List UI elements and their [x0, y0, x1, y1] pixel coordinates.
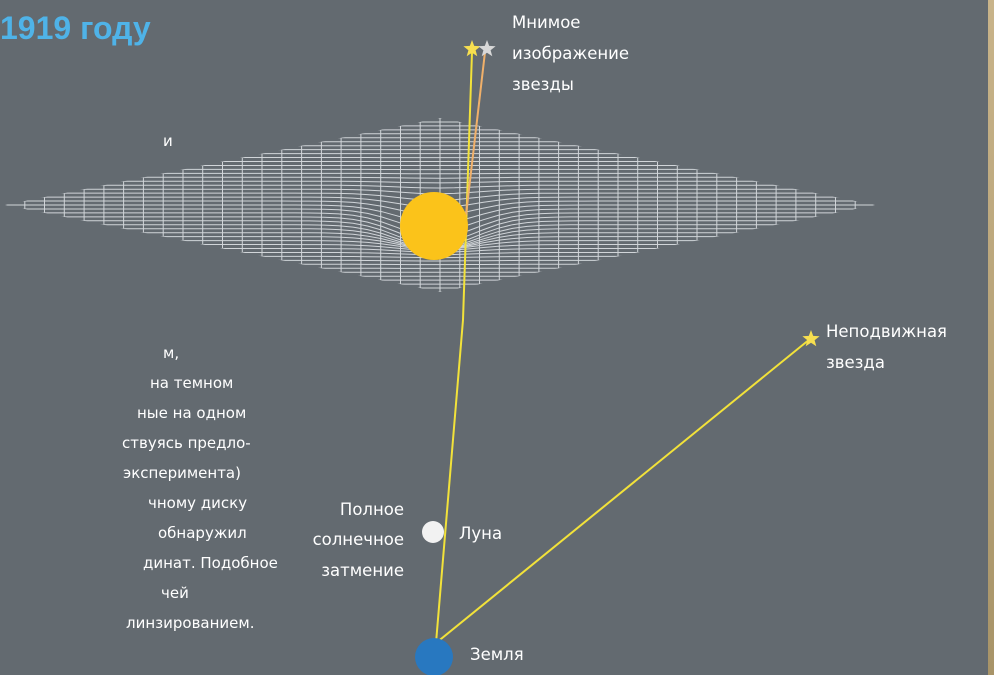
fixed-star-light-ray: [435, 338, 811, 644]
real-star-position-icon: [478, 40, 496, 57]
text-line: ствуясь предло-: [122, 434, 251, 452]
apparent-star-label-line3: звезды: [512, 75, 574, 94]
text-line: обнаружил: [158, 524, 247, 542]
moon-label: Луна: [459, 524, 502, 543]
moon: [422, 521, 444, 543]
text-line: линзированием.: [126, 614, 255, 632]
earth-label: Земля: [470, 645, 524, 664]
fixed-star-label-line2: звезда: [826, 353, 885, 372]
eclipse-label-line3: затмение: [321, 561, 404, 580]
apparent-star-label-line2: изображение: [512, 44, 629, 63]
eclipse-label-line1: Полное: [340, 500, 404, 519]
grid-line: [5, 184, 875, 189]
text-line: м,: [163, 344, 180, 362]
text-line: чей: [161, 584, 189, 602]
text-line: динат. Подобное: [143, 554, 278, 572]
grid-line: [5, 176, 875, 179]
apparent-star-icon: [463, 40, 481, 57]
body-text-column: и м, на темном ные на одном ствуясь пред…: [0, 0, 278, 675]
apparent-light-path: [435, 51, 473, 644]
text-line: и: [163, 132, 173, 150]
fixed-star-label-line1: Неподвижная: [826, 322, 947, 341]
sun: [400, 192, 468, 260]
text-line: на темном: [150, 374, 234, 392]
grid-line: [5, 180, 875, 184]
section-title: 1919 году: [0, 10, 151, 46]
fixed-star-icon: [802, 330, 820, 347]
earth: [415, 638, 453, 675]
apparent-star-label-line1: Мнимое: [512, 13, 580, 32]
eclipse-label-line2: солнечное: [313, 530, 404, 549]
text-line: эксперимента): [123, 464, 241, 482]
right-edge-strip: [988, 0, 994, 675]
text-line: чному диску: [148, 494, 248, 512]
text-line: ные на одном: [137, 404, 247, 422]
deflected-star-ray: [465, 51, 486, 216]
